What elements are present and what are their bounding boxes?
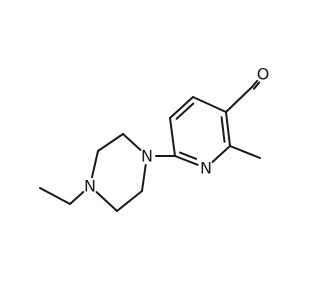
bond-e1-e2 <box>39 187 71 205</box>
bond-a7-a8 <box>251 79 259 88</box>
bond-c2-n2 <box>91 150 99 179</box>
bond-a1-a2 <box>174 155 199 166</box>
bond-n2-c3 <box>95 191 118 212</box>
bond-n2-e1 <box>69 191 85 205</box>
bond-a3-a9 <box>229 145 261 159</box>
bond-a4-a5 <box>192 96 227 113</box>
oxygen-label-a8: O <box>257 65 270 84</box>
bond-a3-a4 <box>225 111 231 147</box>
bond-a1-a2-inner <box>179 151 198 160</box>
bond-c3-c4 <box>116 190 143 212</box>
nitrogen-label-a2: N <box>200 159 212 178</box>
bond-a3-a4-inner <box>220 116 226 143</box>
bond-layer <box>39 79 261 212</box>
bond-a5-a6-inner <box>175 102 195 120</box>
bond-a7-a8-second <box>253 81 261 90</box>
nitrogen-label-n1: N <box>141 147 153 166</box>
bond-a5-a6 <box>169 96 194 119</box>
bond-c4-n1 <box>141 163 147 192</box>
bond-c1-c2 <box>97 133 124 152</box>
bond-a6-a1 <box>169 117 176 157</box>
structure-diagram: N O N N <box>39 65 269 212</box>
bond-a4-a7 <box>225 86 253 113</box>
bond-n1-c1 <box>122 133 142 151</box>
nitrogen-label-n2: N <box>84 177 96 196</box>
atom-label-layer: N O N N <box>84 65 269 196</box>
bond-a2-a3 <box>211 145 231 163</box>
